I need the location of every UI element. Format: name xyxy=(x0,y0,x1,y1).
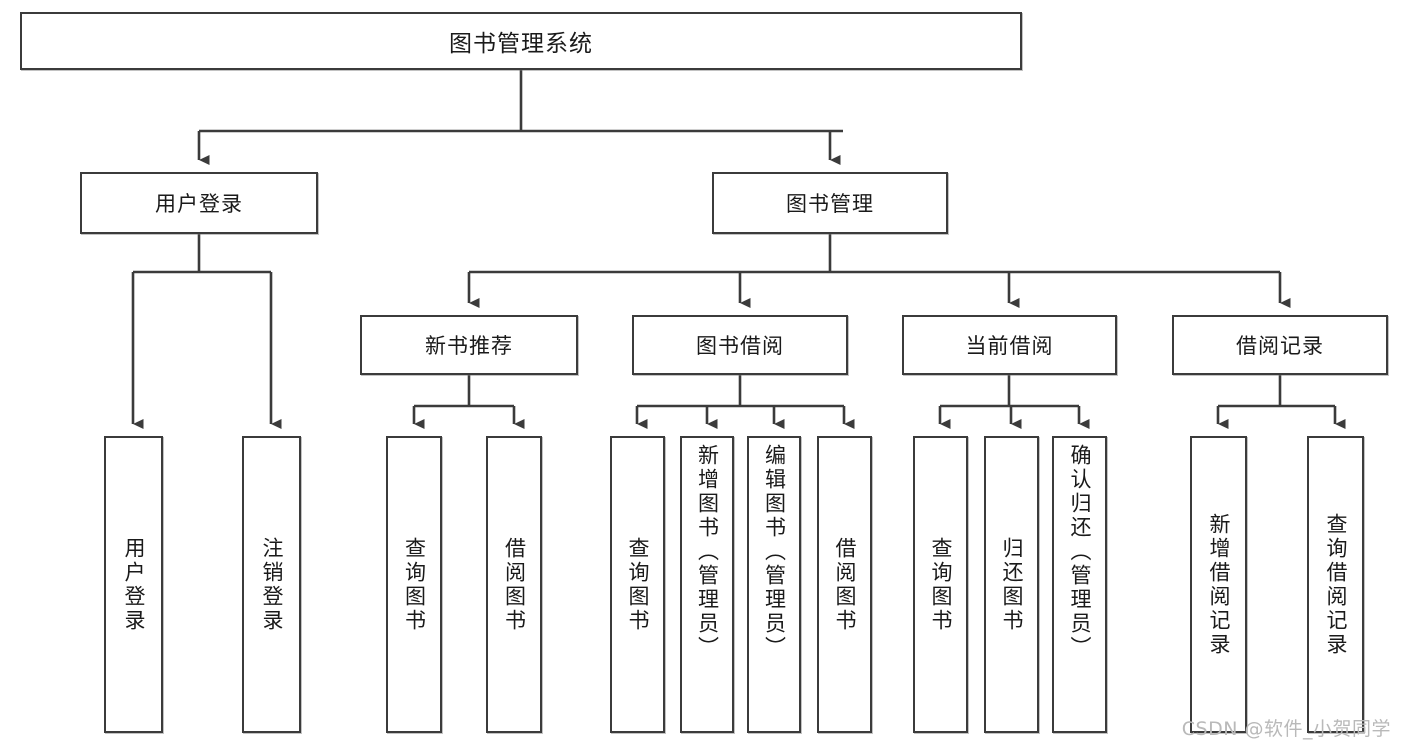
node-label: 新增图书（管理员） xyxy=(695,444,720,660)
node-label: 查询图书 xyxy=(929,536,953,633)
node-label: 用户登录 xyxy=(122,536,146,633)
node-label: 用户登录 xyxy=(155,192,243,216)
node-user-login-leaf[interactable]: 用户登录 xyxy=(104,436,163,733)
node-query-borrow-record[interactable]: 查询借阅记录 xyxy=(1307,436,1364,733)
node-label: 图书管理 xyxy=(786,192,874,216)
node-root-system[interactable]: 图书管理系统 xyxy=(20,12,1022,70)
node-borrow-record[interactable]: 借阅记录 xyxy=(1172,315,1388,375)
node-label: 新增借阅记录 xyxy=(1207,512,1231,657)
node-return-book[interactable]: 归还图书 xyxy=(984,436,1039,733)
node-add-book-admin[interactable]: 新增图书（管理员） xyxy=(680,436,734,733)
node-label: 借阅图书 xyxy=(502,536,527,633)
node-borrow-book-borrow[interactable]: 借阅图书 xyxy=(817,436,872,733)
node-label: 编辑图书（管理员） xyxy=(762,444,787,660)
node-label: 归还图书 xyxy=(1000,536,1024,633)
node-query-book-borrow[interactable]: 查询图书 xyxy=(610,436,665,733)
node-label: 借阅记录 xyxy=(1236,334,1324,358)
node-label: 注销登录 xyxy=(260,536,284,633)
node-query-book-newbook[interactable]: 查询图书 xyxy=(386,436,442,733)
node-label: 查询图书 xyxy=(402,536,427,633)
node-edit-book-admin[interactable]: 编辑图书（管理员） xyxy=(747,436,801,733)
node-book-manage[interactable]: 图书管理 xyxy=(712,172,948,234)
watermark-text: CSDN @软件_小贺同学 xyxy=(1181,718,1391,740)
node-label: 查询图书 xyxy=(626,536,650,633)
node-borrow-book-newbook[interactable]: 借阅图书 xyxy=(486,436,542,733)
node-logout-leaf[interactable]: 注销登录 xyxy=(242,436,301,733)
node-confirm-return-admin[interactable]: 确认归还（管理员） xyxy=(1052,436,1107,733)
node-user-login[interactable]: 用户登录 xyxy=(80,172,318,234)
node-label: 新书推荐 xyxy=(425,334,513,358)
node-label: 图书借阅 xyxy=(696,334,784,358)
node-label: 当前借阅 xyxy=(965,334,1054,358)
node-current-borrow[interactable]: 当前借阅 xyxy=(902,315,1117,375)
node-label: 查询借阅记录 xyxy=(1324,512,1348,657)
node-label: 确认归还（管理员） xyxy=(1068,444,1092,660)
node-label: 借阅图书 xyxy=(833,536,857,633)
node-label: 图书管理系统 xyxy=(449,31,593,57)
node-book-borrow[interactable]: 图书借阅 xyxy=(632,315,848,375)
node-query-book-current[interactable]: 查询图书 xyxy=(913,436,968,733)
node-new-book-recommend[interactable]: 新书推荐 xyxy=(360,315,578,375)
node-add-borrow-record[interactable]: 新增借阅记录 xyxy=(1190,436,1247,733)
